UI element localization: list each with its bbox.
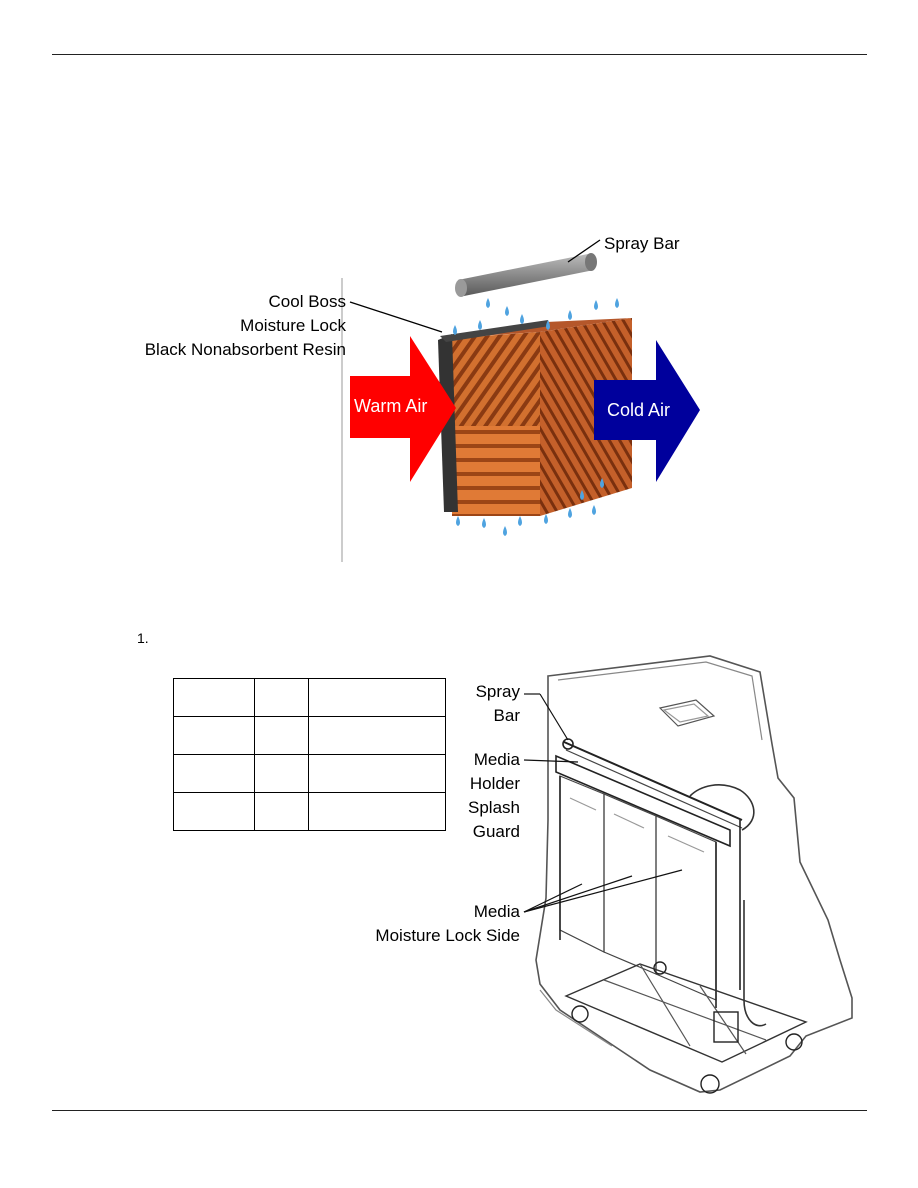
fig2-media-label: Media (473, 750, 520, 769)
media-side (540, 318, 632, 516)
water-drops (453, 298, 619, 536)
spray-bar-leader (567, 239, 601, 263)
callout-leaders (523, 693, 683, 913)
table-row (173, 792, 446, 831)
warm-air-label: Warm Air (354, 396, 428, 416)
evaporative-media-figure: Spray Bar Cool Boss Moisture Lock Black … (144, 234, 700, 562)
moisture-lock-leader (349, 301, 443, 333)
warm-air-arrow (350, 336, 456, 482)
table-cell (173, 678, 255, 717)
table-row (173, 754, 446, 793)
housing-outline (535, 655, 853, 1093)
table-row (173, 716, 446, 755)
casters (571, 961, 803, 1094)
table-cell (254, 792, 309, 831)
cool-boss-label: Cool Boss (268, 292, 346, 311)
moisture-lock-panel (438, 320, 550, 512)
cold-air-label: Cold Air (607, 400, 671, 420)
table-cell (308, 678, 446, 717)
spray-bar-rail (563, 741, 743, 821)
fig2-bar-label: Bar (493, 706, 520, 725)
fig2-spray-label: Spray (475, 682, 520, 701)
table-cell (173, 716, 255, 755)
step-number: 1. (137, 630, 149, 646)
base-frame (564, 963, 808, 1063)
footer-rule (52, 1110, 867, 1111)
table-cell (308, 792, 446, 831)
fig2-guard-label: Guard (472, 822, 520, 841)
pump-box (713, 1011, 739, 1043)
resin-label: Black Nonabsorbent Resin (144, 340, 346, 359)
fig2-holder-label: Holder (469, 774, 520, 793)
table-cell (173, 792, 255, 831)
fig2-splash-label: Splash (468, 798, 520, 817)
media-panel-1 (559, 775, 605, 953)
cold-air-arrow (594, 340, 700, 482)
fig2-media-side-label: Media (473, 902, 520, 921)
moisture-lock-label: Moisture Lock (240, 316, 346, 335)
plumbing (689, 784, 755, 831)
media-front-lower (452, 426, 540, 516)
top-hatch (658, 699, 716, 727)
fig2-moisture-lock-side-label: Moisture Lock Side (375, 926, 520, 945)
spray-bar-label: Spray Bar (604, 234, 680, 253)
spray-bar-graphic (455, 253, 597, 297)
header-rule (52, 54, 867, 55)
cooler-cutaway-figure: Spray Bar Media Holder Splash Guard Medi… (0, 640, 918, 1110)
splash-guard (555, 754, 731, 848)
spec-table (173, 678, 446, 831)
